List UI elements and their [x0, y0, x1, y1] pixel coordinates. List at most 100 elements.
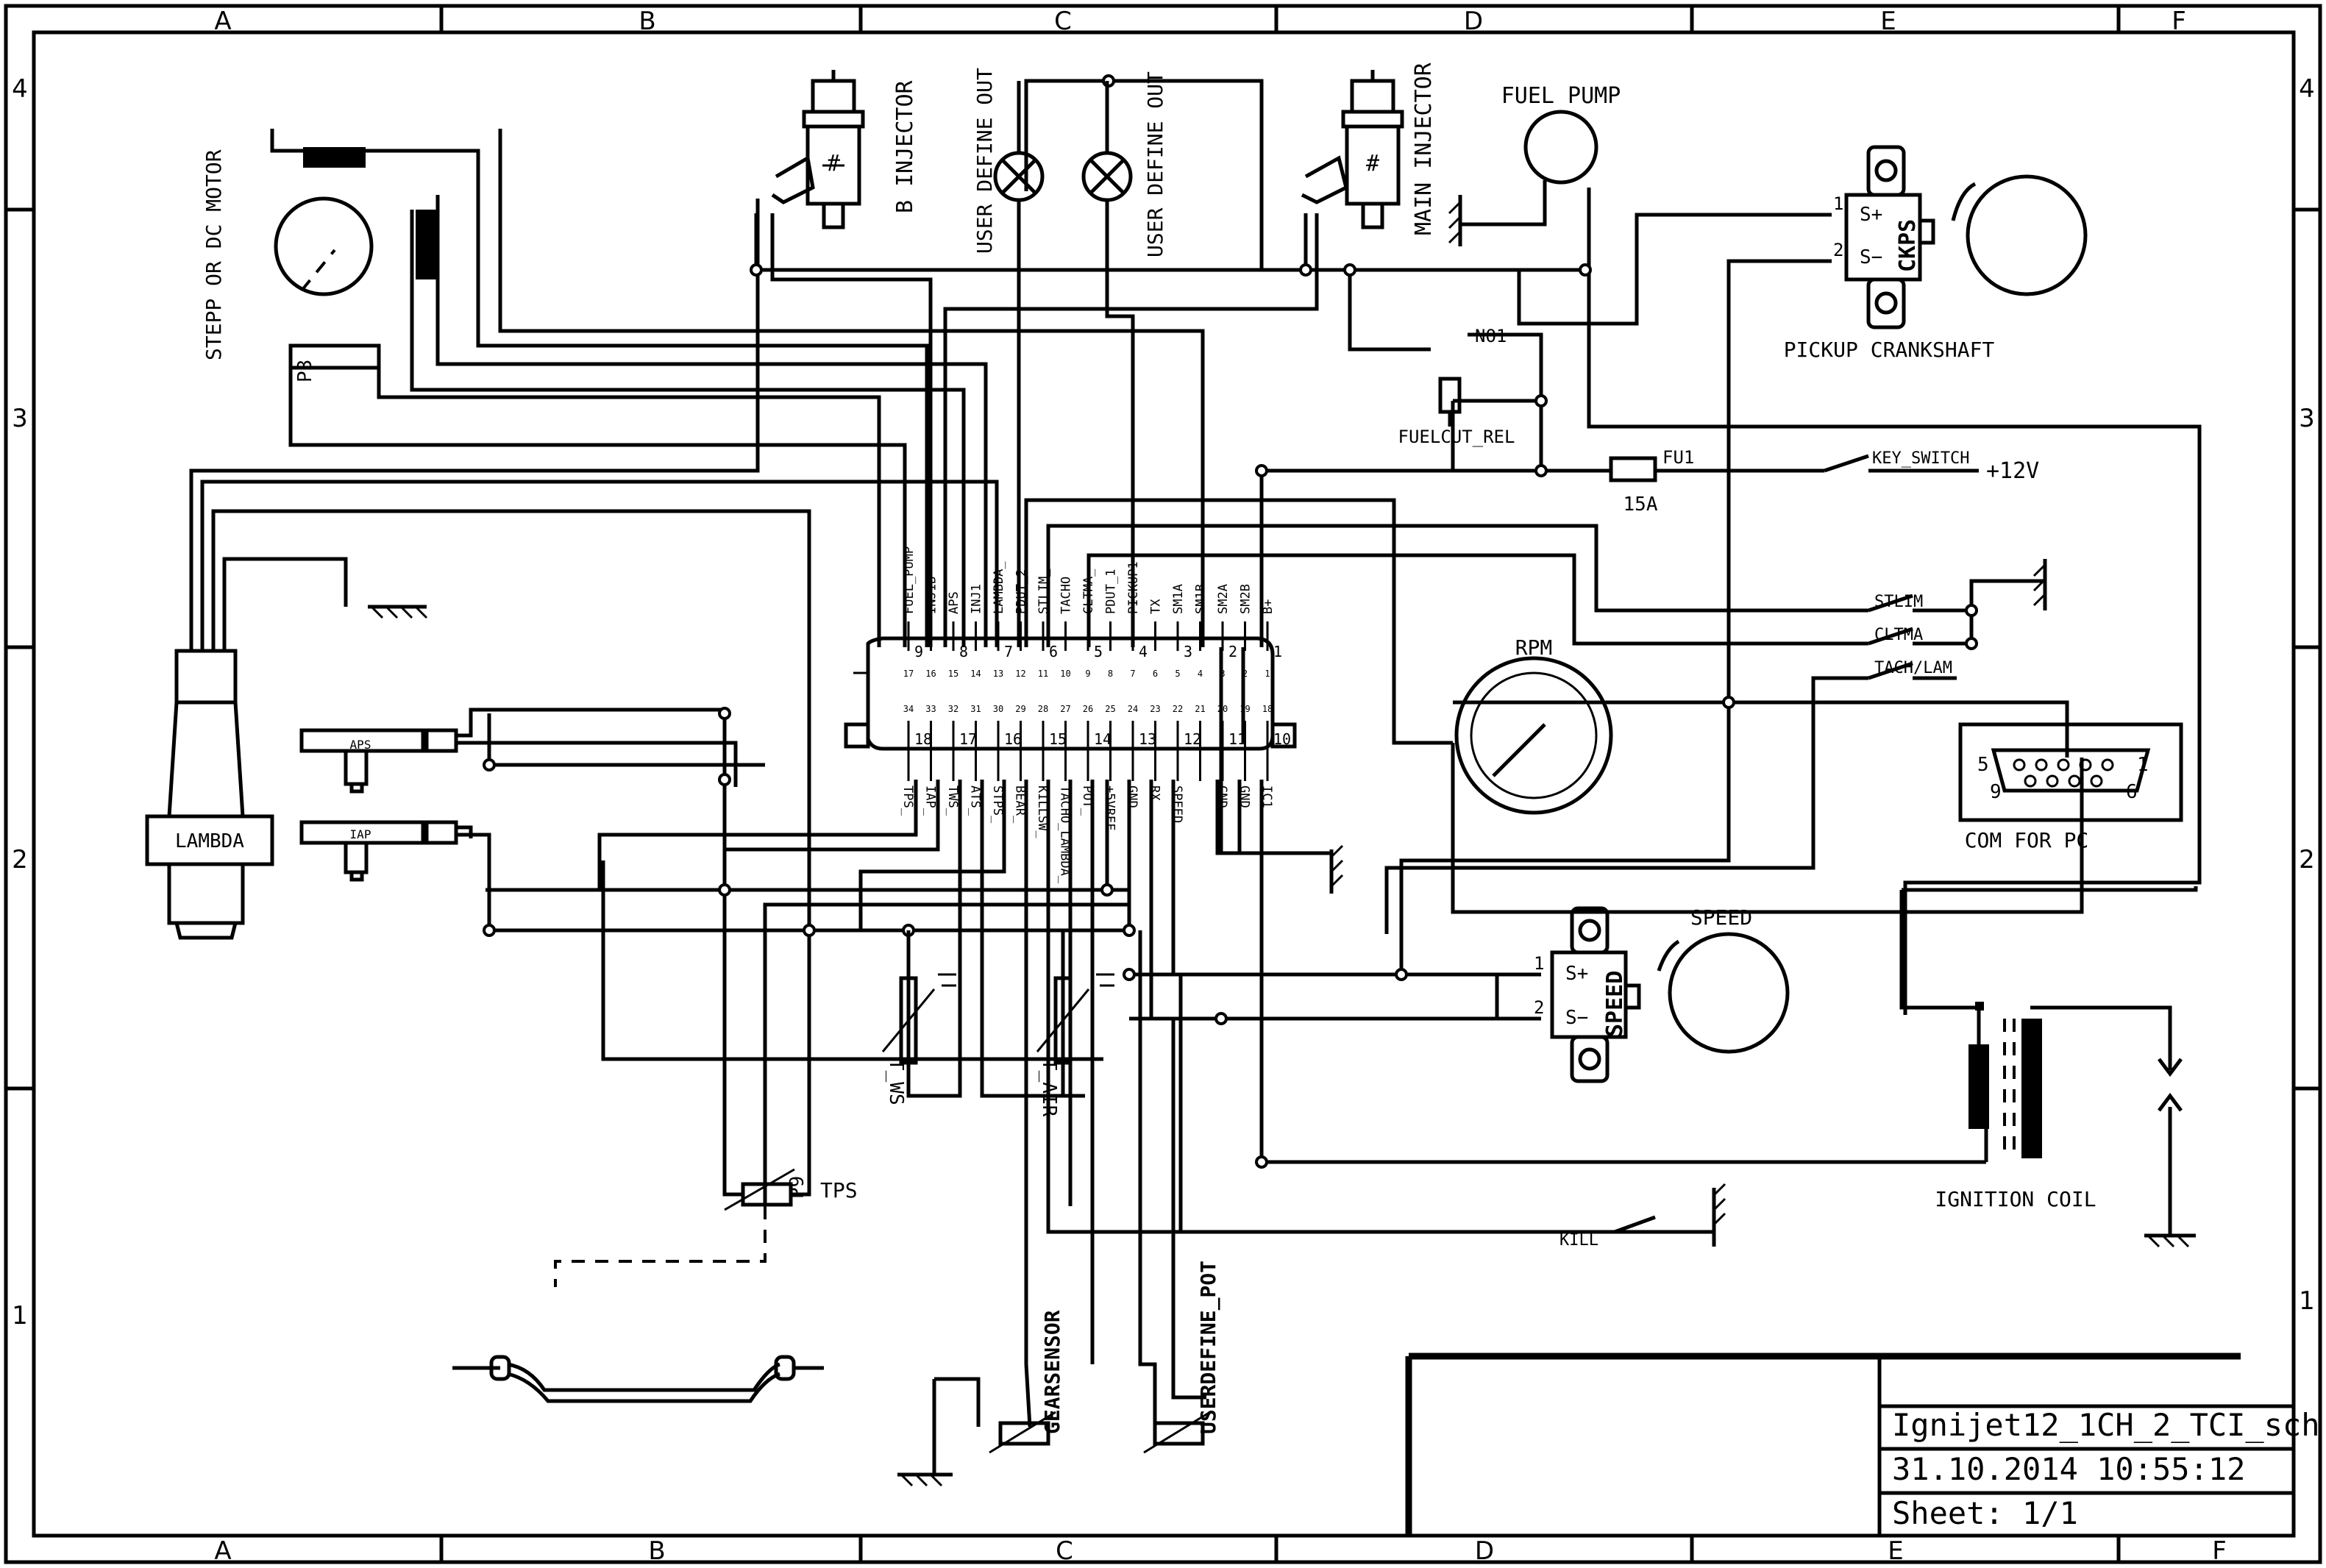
connector-top-pin-index: 12 — [1015, 669, 1025, 679]
connector-bottom-pin-name: RX — [1148, 785, 1162, 801]
connector-bottom-pin-index: 28 — [1038, 704, 1048, 714]
connector-top-pin-number: 2 — [1228, 643, 1237, 660]
main-injector-mark: # — [1366, 151, 1379, 177]
connector-top-pin-number: 1 — [1273, 643, 1282, 660]
connector-bottom-pin-number: 17 — [959, 730, 977, 748]
user-define-out-lamp-1 — [993, 81, 1045, 647]
lambda-sensor-symbol — [145, 649, 274, 940]
connector-bottom-pin-name: ATS_ — [968, 785, 983, 816]
connector-top-pin-index: 10 — [1060, 669, 1070, 679]
connector-top-pin-number: 6 — [1049, 643, 1058, 660]
connector-top-pin-index: 4 — [1198, 669, 1203, 679]
connector-bottom-pin-number: 12 — [1184, 730, 1201, 748]
connector-bottom-pin-index: 31 — [970, 704, 981, 714]
connector-top-pin-name: CLTMA_ — [1081, 569, 1096, 614]
connector-top-pin-index: 7 — [1130, 669, 1135, 679]
col-label-bottom-f: F — [2212, 1536, 2227, 1566]
speed-sp-label: S+ — [1565, 963, 1588, 985]
connector-bottom-pin-name: SPEED — [1170, 785, 1184, 823]
ckps-pin-2: 2 — [1833, 240, 1843, 260]
connector-bottom-pin-name: BEAR_ — [1013, 785, 1028, 824]
connector-top-pin-name: B+ — [1261, 599, 1276, 614]
ckps-sensor-symbol — [1844, 145, 2088, 329]
connector-top-pin-index: 13 — [993, 669, 1003, 679]
gearsensor-potentiometer — [897, 1411, 1056, 1477]
speed-pin-1: 1 — [1534, 953, 1544, 974]
connector-top-pin-name: STLIM_ — [1036, 569, 1051, 614]
connector-bottom-pin-index: 18 — [1262, 704, 1273, 714]
col-label-bottom-b: B — [648, 1536, 665, 1566]
ckps-label: CKPS — [1895, 219, 1921, 272]
connector-bottom-pin-number: 10 — [1273, 730, 1291, 748]
connector-bottom-pin-index: 32 — [948, 704, 959, 714]
connector-top-pin-name: TACHO — [1059, 577, 1074, 614]
row-label-right-4: 4 — [2299, 74, 2315, 104]
col-label-top-c: C — [1054, 7, 1072, 36]
rpm-label: RPM — [1515, 635, 1553, 660]
connector-top-pin-name: INJ1 — [970, 584, 984, 614]
key-switch-label: KEY_SWITCH — [1872, 449, 1969, 468]
connector-bottom-pin-name: TACHO_LAMBDA_ — [1058, 785, 1073, 884]
speed-sensor-symbol — [1550, 906, 1790, 1083]
speed-sm-label: S− — [1565, 1007, 1588, 1029]
connector-top-pin-number: 7 — [1004, 643, 1013, 660]
connector-top-pin-name: SM1B — [1194, 584, 1209, 614]
connector-top-pin-number: 4 — [1139, 643, 1148, 660]
connector-top-pin-index: 8 — [1108, 669, 1113, 679]
junction-dots — [483, 74, 1978, 1169]
plus12v-label: +12V — [1986, 458, 2039, 484]
fuelcut-rel-label: FUELCUT_REL — [1398, 427, 1515, 447]
t-air-thermistor — [1036, 973, 1114, 1065]
main-injector-symbol — [1301, 70, 1404, 229]
com-pin-1: 1 — [2137, 754, 2149, 776]
com-for-pc-label: COM FOR PC — [1965, 828, 2089, 852]
connector-top-pin-index: 17 — [903, 669, 914, 679]
connector-top-pin-name: FUEL_PUMP — [902, 546, 917, 614]
connector-bottom-pin-number: 15 — [1049, 730, 1067, 748]
connector-top-pin-index: 9 — [1085, 669, 1090, 679]
t-ws-thermistor — [881, 930, 956, 1096]
connector-bottom-pin-name: TWS_ — [945, 785, 960, 816]
row-label-left-1: 1 — [12, 1301, 28, 1330]
p3-label: P3 — [294, 360, 316, 382]
connector-bottom-pin-index: 34 — [903, 704, 914, 714]
col-label-top-d: D — [1464, 7, 1483, 36]
col-label-bottom-e: E — [1888, 1536, 1903, 1566]
connector-bottom-pin-name: TPS_ — [900, 785, 915, 816]
user-define-out-1-label: USER DEFINE OUT — [972, 68, 997, 254]
connector-top-pin-name: APS — [947, 591, 961, 614]
speed-sensor-label: SPEED — [1602, 971, 1628, 1037]
user-define-out-2-label: USER DEFINE OUT — [1143, 71, 1167, 257]
connector-bottom-pin-index: 27 — [1060, 704, 1070, 714]
connector-top-pin-number: 3 — [1184, 643, 1192, 660]
connector-bottom-pin-index: 24 — [1128, 704, 1138, 714]
col-label-bottom-a: A — [214, 1536, 231, 1566]
tps-label: TPS — [820, 1178, 858, 1202]
lambda-label: LAMBDA — [175, 830, 244, 852]
title-text: Ignijet12_1CH_2_TCI_sch — [1892, 1407, 2320, 1443]
col-label-top-b: B — [639, 7, 655, 36]
connector-bottom-pin-index: 22 — [1173, 704, 1183, 714]
userdefine-pot-label: USERDEFINE_POT — [1196, 1261, 1220, 1434]
throttle-linkage — [452, 1355, 824, 1403]
ecu-connector-symbol — [844, 636, 1297, 751]
fu1-label: FU1 — [1662, 447, 1694, 468]
col-label-bottom-c: C — [1056, 1536, 1073, 1566]
fuse-rating-label: 15A — [1623, 493, 1658, 516]
connector-top-pin-index: 2 — [1242, 669, 1248, 679]
connector-top-pin-name: SM2A — [1216, 584, 1231, 614]
ckps-sp-label: S+ — [1860, 204, 1882, 226]
cltma-label: CLTMA — [1874, 626, 1923, 644]
col-label-top-f: F — [2172, 7, 2186, 36]
wiring — [189, 79, 2202, 1464]
iap-label: IAP — [350, 827, 371, 841]
com-pin-9: 9 — [1990, 781, 2002, 803]
connector-bottom-pin-index: 29 — [1015, 704, 1025, 714]
speed-label: SPEED — [1690, 905, 1752, 930]
tps-potentiometer-symbol — [554, 1162, 811, 1287]
row-label-left-3: 3 — [12, 404, 28, 433]
connector-bottom-pin-number: 18 — [914, 730, 932, 748]
com-pin-5: 5 — [1977, 754, 1989, 776]
gearsensor-label: GEARSENSOR — [1040, 1310, 1064, 1434]
connector-bottom-pin-number: 13 — [1139, 730, 1156, 748]
